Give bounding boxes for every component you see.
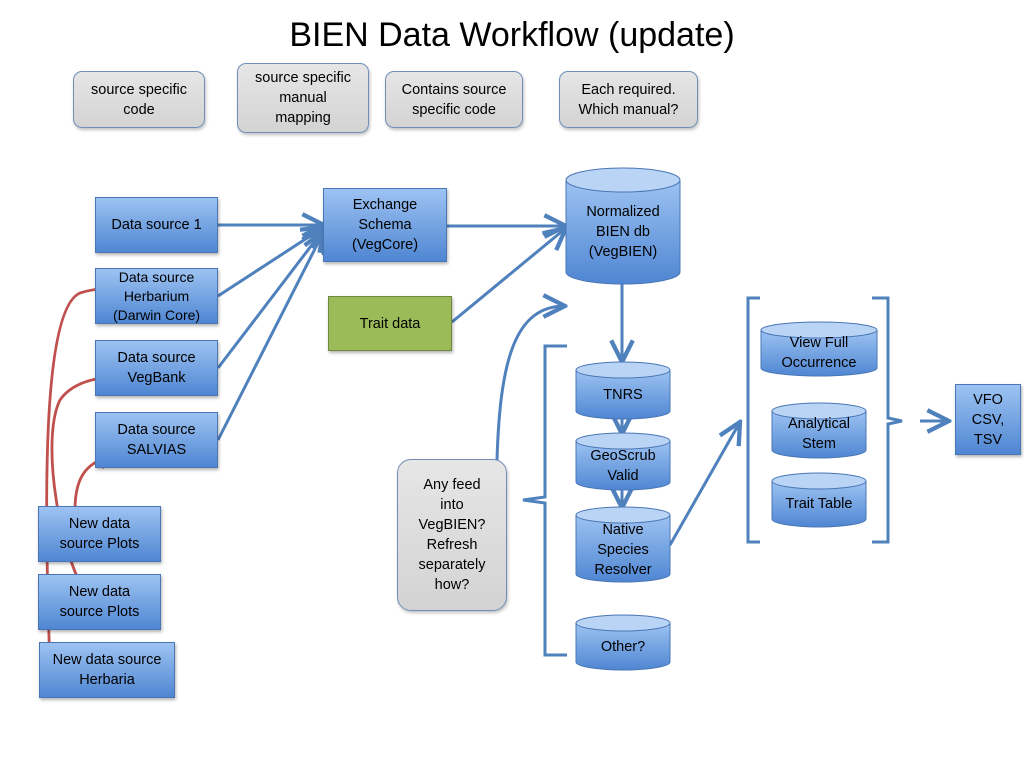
output-analytical-stem-label: Analytical Stem <box>787 416 851 452</box>
note-contains-source-specific-code: Contains source specific code <box>385 71 523 128</box>
db-cylinder-geoscrub <box>575 432 671 491</box>
note-source-specific-code: source specific code <box>73 71 205 128</box>
brackets <box>522 296 903 657</box>
note-each-required: Each required. Which manual? <box>559 71 698 128</box>
data-source-salvias: Data source SALVIAS <box>95 412 218 468</box>
db-cylinder-analytical-stem <box>771 402 867 459</box>
normalized-bien-db-label: Normalized BIEN db (VegBIEN) <box>586 204 660 260</box>
pipeline-native-species-label: Native Species Resolver <box>594 522 652 578</box>
output-trait-table-label: Trait Table <box>785 496 853 512</box>
pipeline-geoscrub-label: GeoScrub Valid <box>590 448 656 484</box>
db-cylinder-other <box>575 614 671 671</box>
question-note: Any feed into VegBIEN? Refresh separatel… <box>397 459 507 611</box>
note-source-specific-manual-mapping: source specific manual mapping <box>237 63 369 133</box>
db-cylinder-normalized-bien <box>565 167 681 285</box>
new-data-source-plots-1: New data source Plots <box>38 506 161 562</box>
page-title: BIEN Data Workflow (update) <box>289 16 735 54</box>
data-source-vegbank: Data source VegBank <box>95 340 218 396</box>
exchange-schema: Exchange Schema (VegCore) <box>323 188 447 262</box>
db-cylinder-tnrs <box>575 361 671 420</box>
new-data-source-herbaria: New data source Herbaria <box>39 642 175 698</box>
vfo-export: VFO CSV, TSV <box>955 384 1021 455</box>
output-view-full-occurrence-label: View Full Occurrence <box>781 335 857 371</box>
trait-data: Trait data <box>328 296 452 351</box>
source-arrows <box>216 225 949 546</box>
db-cylinder-trait-table <box>771 472 867 528</box>
pipeline-other-label: Other? <box>600 638 646 655</box>
data-source-1: Data source 1 <box>95 197 218 253</box>
db-cylinder-native-species <box>575 506 671 583</box>
pipeline-tnrs-label: TNRS <box>603 386 643 403</box>
db-cylinder-view-full-occurrence <box>760 321 878 377</box>
data-source-herbarium: Data source Herbarium (Darwin Core) <box>95 268 218 324</box>
new-data-source-plots-2: New data source Plots <box>38 574 161 630</box>
